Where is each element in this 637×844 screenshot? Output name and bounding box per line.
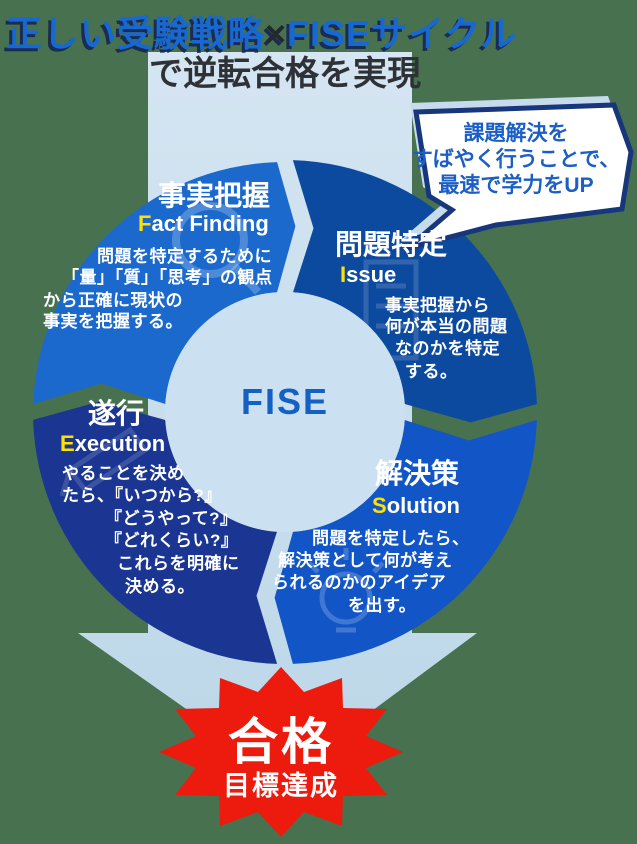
main-title-cross: ×	[265, 13, 288, 54]
issue-body-line: 何が本当の問題	[385, 317, 508, 336]
center-fise-label: FISE	[240, 381, 329, 422]
execution-title-jp: 遂行	[88, 398, 145, 429]
execution-en-rest: xecution	[74, 431, 166, 456]
fact-finding-title-en: Fact Finding	[138, 213, 269, 235]
main-title-left: 正しい受験戦略	[6, 13, 266, 54]
goal-sublabel: 目標達成	[223, 771, 339, 801]
fact-finding-body-line: から正確に現状の	[43, 291, 183, 310]
execution-body-line: やることを決め	[62, 464, 185, 483]
fact-finding-body-line: 事実を把握する。	[43, 312, 183, 331]
solution-body-line: 解決策として何が考え	[278, 551, 453, 570]
speech-bubble-shape	[406, 102, 634, 251]
issue-body-line: する。	[405, 362, 458, 381]
execution-initial: E	[60, 431, 75, 456]
execution-body-line: たら、『いつから?』	[62, 486, 222, 505]
quadrant-issue-shape	[292, 160, 537, 423]
solution-initial: S	[372, 493, 387, 518]
solution-en-rest: olution	[386, 493, 460, 518]
quadrant-solution-shape	[274, 419, 537, 664]
fact-finding-body-line: 問題を特定するために	[97, 247, 272, 266]
fact-finding-initial: F	[138, 211, 152, 236]
solution-title-jp: 解決策	[375, 458, 460, 489]
pencil-icon	[59, 426, 149, 497]
solution-body-line: 問題を特定したら、	[312, 529, 470, 548]
fact-finding-en-rest: act Finding	[151, 211, 269, 236]
execution-body-line: 決める。	[125, 577, 195, 596]
execution-body-line: これらを明確に	[117, 554, 240, 573]
quadrant-fact-finding-shape	[33, 162, 296, 405]
speech-bubble-line: 課題解決を	[463, 122, 569, 145]
speech-bubble-line: すばやく行うことで、	[411, 148, 621, 171]
speech-bubble-line: 最速で学力をUP	[438, 174, 594, 197]
lightbulb-icon	[307, 548, 385, 633]
issue-title-jp: 問題特定	[335, 229, 448, 260]
execution-title-en: Execution	[60, 433, 165, 455]
main-subtitle: で逆転合格を実現	[149, 55, 421, 93]
center-circle-shape	[165, 292, 405, 532]
fact-finding-title-jp: 事実把握	[158, 180, 271, 211]
quadrant-execution-shape	[33, 401, 278, 664]
issue-en-rest: ssue	[346, 262, 397, 287]
solution-body-line: を出す。	[348, 596, 417, 615]
issue-initial: I	[340, 262, 347, 287]
magnifier-icon	[172, 202, 261, 295]
main-title: 正しい受験戦略×FISEサイクル	[6, 5, 517, 57]
fact-finding-body-line: 「量」「質」「思考」の観点	[62, 268, 273, 287]
goal-label: 合格	[228, 714, 334, 770]
speech-bubble: 課題解決を すばやく行うことで、 最速で学力をUP	[402, 121, 630, 199]
main-title-right: FISEサイクル	[287, 13, 518, 54]
issue-body-line: なのかを特定	[395, 339, 500, 358]
goal-starburst-shape	[159, 667, 403, 837]
issue-body-line: 事実把握から	[385, 296, 490, 315]
execution-body-line: 『どうやって?』	[105, 509, 238, 528]
solution-body-line: られるのかのアイデア	[272, 573, 447, 592]
execution-body-line: 『どれくらい?』	[105, 531, 239, 550]
solution-title-en: Solution	[372, 495, 460, 517]
issue-title-en: Issue	[340, 264, 396, 286]
